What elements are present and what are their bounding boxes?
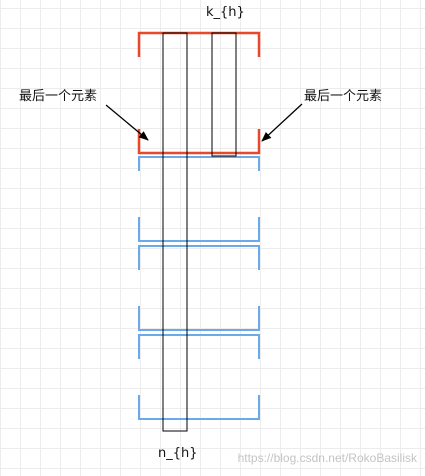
right-arrow [261,103,303,142]
label-n-h: n_{h} [158,446,198,461]
left-arrow [105,104,149,141]
blue-bracket-1 [138,156,260,171]
blue-bracket-6 [138,395,260,420]
blue-bracket-3 [138,245,260,270]
red-bracket [137,31,261,155]
blue-bracket-5 [138,334,260,359]
watermark: https://blog.csdn.net/RokoBasilisk [237,451,417,465]
bar-k-h [211,32,237,157]
blue-bracket-4 [138,306,260,331]
label-right-annotation: 最后一个元素 [304,89,383,104]
blue-bracket-2 [138,217,260,242]
bar-n-h [162,32,188,432]
label-k-h: k_{h} [206,5,245,20]
label-left-annotation: 最后一个元素 [19,89,98,104]
